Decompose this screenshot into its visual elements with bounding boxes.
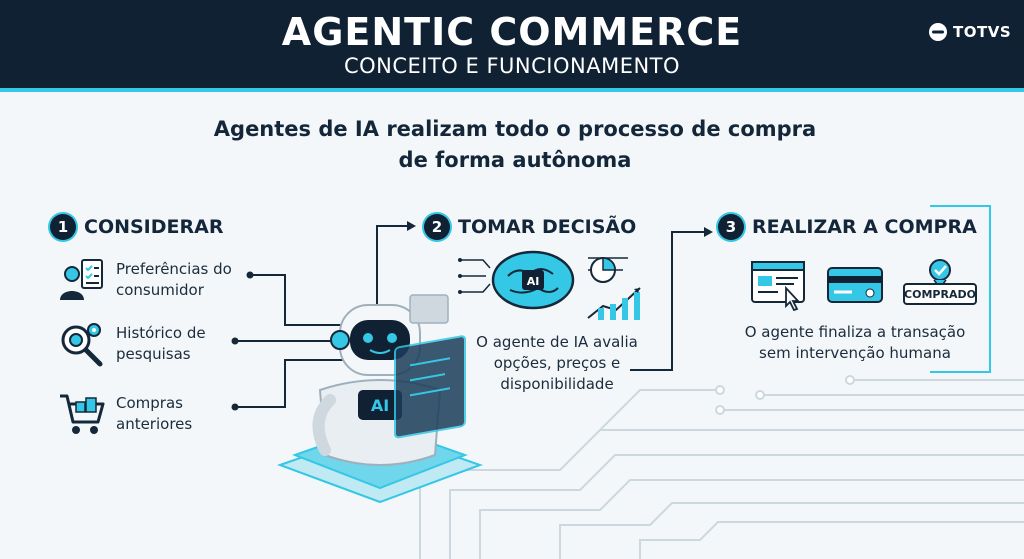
ai-robot-illustration: AI [277,294,483,504]
step-3-desc-line-2: sem intervenção humana [759,344,951,362]
item-label-line-1: Preferências do [116,260,232,278]
step-3-desc-line-1: O agente finaliza a transação [744,323,966,341]
credit-card-icon [827,267,883,303]
step-2-desc-line-3: disponibilidade [500,375,614,393]
step-2-desc-line-1: O agente de IA avalia [476,333,638,351]
consider-item-preferences: Preferências do consumidor [58,256,232,304]
logo-text: TOTVS [953,23,1012,41]
shopping-cart-icon [60,394,105,434]
purchased-badge-icon: COMPRADO [903,259,977,305]
headline-line-1: Agentes de IA realizam todo o processo d… [213,117,817,141]
totvs-logo-icon [929,23,947,41]
item-label-line-2: anteriores [116,415,193,433]
checkout-screen-icon [751,261,805,312]
page-subtitle: CONCEITO E FUNCIONAMENTO [343,54,681,78]
robot-chest-label: AI [371,396,389,415]
consider-item-search-history: Histórico de pesquisas [58,320,206,368]
page-title: AGENTIC COMMERCE [281,10,743,54]
headline: Agentes de IA realizam todo o processo d… [170,114,860,176]
step-1-number: 1 [50,214,76,240]
step-1-title: CONSIDERAR [84,216,224,238]
step-2-description: O agente de IA avalia opções, preços e d… [466,332,648,395]
step-3-header: 3 REALIZAR A COMPRA [718,214,977,240]
consider-item-past-purchases: Compras anteriores [58,390,192,438]
totvs-logo: TOTVS [928,20,1018,44]
step-3-number: 3 [718,214,744,240]
step-2-title: TOMAR DECISÃO [458,216,637,238]
item-label-line-2: pesquisas [116,345,191,363]
step-2-number: 2 [424,214,450,240]
item-label-line-2: consumidor [116,281,204,299]
step-2-header: 2 TOMAR DECISÃO [424,214,636,240]
step-3-description: O agente finaliza a transação sem interv… [735,322,975,364]
step-2-desc-line-2: opções, preços e [493,354,621,372]
headline-line-2: de forma autônoma [398,148,632,172]
search-history-icon [61,323,103,367]
item-label-line-1: Histórico de [116,324,206,342]
step-1-header: 1 CONSIDERAR [50,214,223,240]
item-label-line-1: Compras [116,394,183,412]
purchase-icons: COMPRADO [751,259,977,312]
brain-ai-label: AI [527,275,540,288]
step-3-title: REALIZAR A COMPRA [752,216,977,238]
consumer-checklist-icon [60,259,103,300]
purchased-badge-label: COMPRADO [904,288,976,301]
ai-brain-analytics-icon: AI [458,250,641,320]
header-banner: AGENTIC COMMERCE CONCEITO E FUNCIONAMENT… [0,0,1024,92]
